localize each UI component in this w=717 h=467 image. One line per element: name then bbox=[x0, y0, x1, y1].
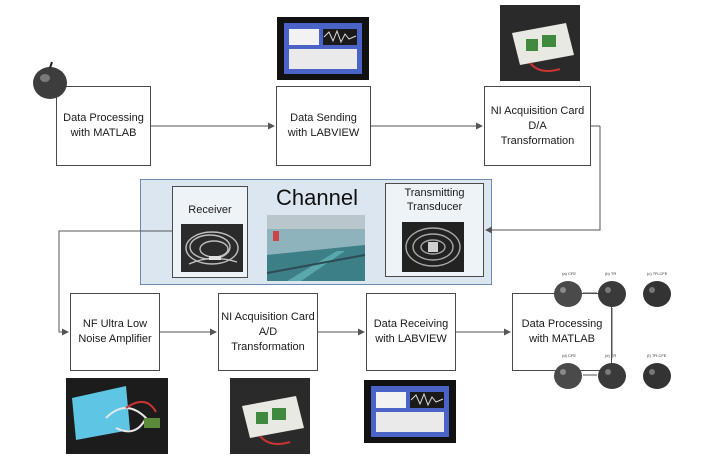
apple-image-e bbox=[597, 360, 627, 390]
data-processing-matlab-box-bottom: Data Processing with MATLAB bbox=[512, 293, 612, 371]
arrow-channel-to-amp bbox=[58, 230, 172, 336]
ni-acquisition-ad-box: NI Acquisition Card A/D Transformation bbox=[218, 293, 318, 371]
amplifier-photo bbox=[66, 378, 168, 454]
apple-image-d bbox=[553, 360, 583, 390]
data-receiving-labview-box: Data Receiving with LABVIEW bbox=[366, 293, 456, 371]
ni-card-photo-bottom bbox=[230, 378, 310, 454]
transmitting-transducer-label: Transmitting Transducer bbox=[404, 187, 465, 213]
apple-label-d: (d) CFE bbox=[562, 353, 576, 358]
labview-screen-photo-bottom bbox=[364, 380, 456, 443]
apple-label-c: (c) TR-CFE bbox=[647, 271, 668, 276]
ni-card-photo-top bbox=[500, 5, 580, 81]
apple-image-c bbox=[642, 278, 672, 308]
data-processing-matlab-box: Data Processing with MATLAB bbox=[56, 86, 151, 166]
channel-title: Channel bbox=[276, 185, 358, 210]
water-tank-photo bbox=[267, 215, 365, 281]
apple-label-e: (e) TR bbox=[605, 353, 617, 358]
apple-photo-top-left bbox=[31, 60, 69, 102]
labview-screen-photo-top bbox=[277, 17, 369, 80]
apple-image-b bbox=[597, 278, 627, 308]
transducer-cable-photo bbox=[402, 222, 464, 272]
apple-image-f bbox=[642, 360, 672, 390]
receiver-cable-photo bbox=[181, 224, 243, 272]
arrow-ni-da-to-channel bbox=[485, 126, 601, 234]
receiver-label: Receiver bbox=[188, 204, 232, 216]
apple-label-a: (a) CFE bbox=[562, 271, 576, 276]
ni-acquisition-da-box: NI Acquisition Card D/A Transformation bbox=[484, 86, 591, 166]
apple-image-a bbox=[553, 278, 583, 308]
apple-label-b: (b) TR bbox=[605, 271, 617, 276]
data-sending-labview-box: Data Sending with LABVIEW bbox=[276, 86, 371, 166]
nf-amplifier-box: NF Ultra Low Noise Amplifier bbox=[70, 293, 160, 371]
apple-label-f: (f) TR-CFE bbox=[647, 353, 667, 358]
